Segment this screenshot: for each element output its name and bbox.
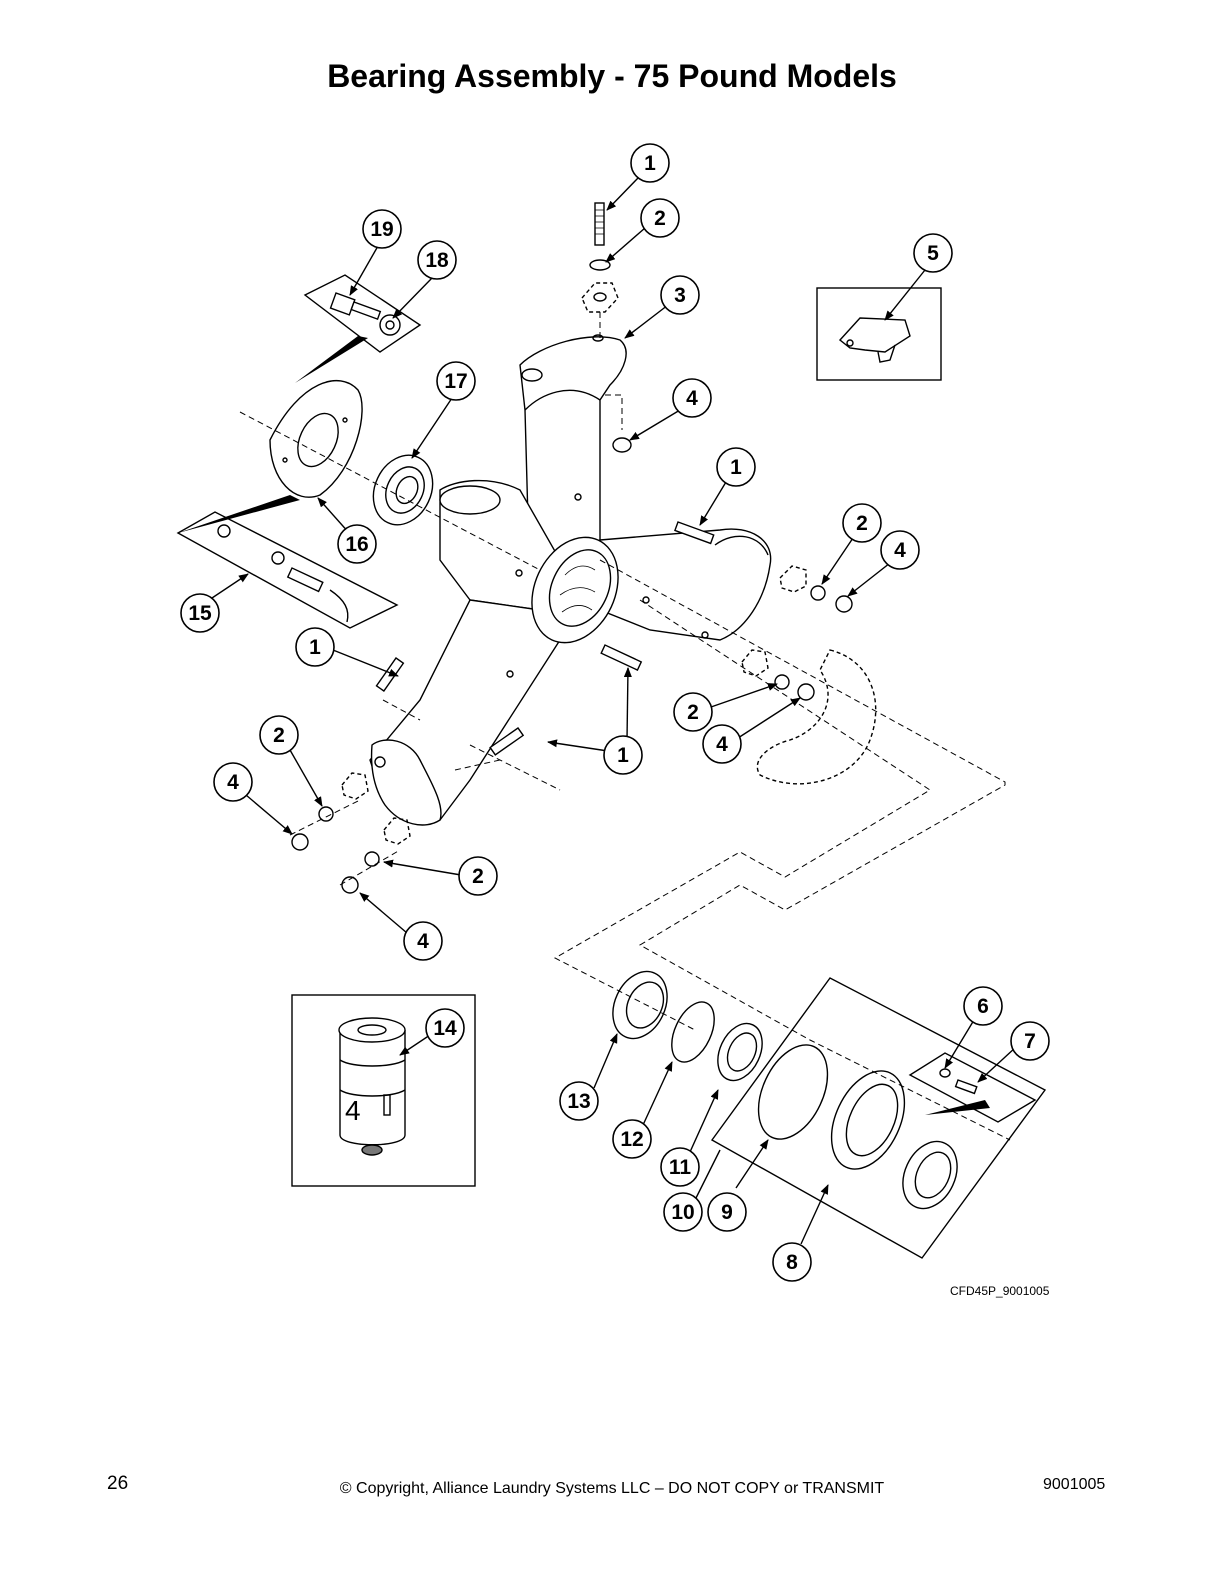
callout-1: 1 (630, 143, 670, 183)
svg-text:1: 1 (309, 636, 321, 659)
svg-text:7: 7 (1024, 1030, 1036, 1053)
page-number: 26 (107, 1473, 129, 1494)
svg-text:17: 17 (444, 370, 467, 393)
figure-code: CFD45P_9001005 (950, 1284, 1050, 1298)
document-number: 9001005 (1043, 1476, 1106, 1493)
svg-text:6: 6 (977, 995, 989, 1018)
callout-1: 1 (295, 627, 335, 667)
assembly-lines (239, 312, 1011, 1141)
svg-text:2: 2 (654, 207, 666, 230)
svg-text:2: 2 (687, 701, 699, 724)
callout-3: 3 (660, 275, 700, 315)
svg-text:4: 4 (894, 539, 906, 562)
callout-4: 4 (880, 530, 920, 570)
svg-text:1: 1 (730, 456, 742, 479)
callout-2: 2 (640, 198, 680, 238)
callout-15: 15 (180, 593, 220, 633)
svg-text:15: 15 (188, 602, 212, 625)
svg-text:4: 4 (345, 1095, 361, 1126)
callout-6: 6 (963, 986, 1003, 1026)
svg-text:4: 4 (417, 930, 429, 953)
callout-4: 4 (672, 378, 712, 418)
svg-text:4: 4 (686, 387, 698, 410)
svg-text:2: 2 (273, 724, 285, 747)
bracket-part (838, 317, 911, 363)
stud-detail-plate (176, 511, 399, 629)
svg-text:4: 4 (716, 733, 728, 756)
svg-text:5: 5 (927, 242, 939, 265)
callout-16: 16 (337, 524, 377, 564)
callout-8: 8 (772, 1242, 812, 1282)
callout-2: 2 (842, 503, 882, 543)
callout-9: 9 (707, 1192, 747, 1232)
callout-11: 11 (660, 1147, 700, 1187)
callout-18: 18 (417, 240, 457, 280)
callout-2: 2 (673, 692, 713, 732)
callout-1: 1 (716, 447, 756, 487)
spider-frame (369, 334, 772, 826)
callout-4: 4 (403, 921, 443, 961)
leader-arrows (211, 177, 1017, 1245)
svg-text:2: 2 (856, 512, 868, 535)
copyright-notice: © Copyright, Alliance Laundry Systems LL… (339, 1480, 885, 1497)
callout-5: 5 (913, 233, 953, 273)
svg-text:3: 3 (674, 284, 686, 307)
svg-text:13: 13 (567, 1090, 590, 1113)
screw-and-washer (329, 292, 401, 336)
bearing-17 (372, 454, 434, 526)
callout-4: 4 (213, 762, 253, 802)
callout-4: 4 (702, 724, 742, 764)
callout-12: 12 (612, 1119, 652, 1159)
svg-text:8: 8 (786, 1251, 798, 1274)
svg-text:2: 2 (472, 865, 484, 888)
callout-7: 7 (1010, 1021, 1050, 1061)
svg-text:12: 12 (620, 1128, 643, 1151)
bracket-detail-box (816, 287, 942, 381)
seal-detail-plate (710, 977, 1047, 1259)
page-title: Bearing Assembly - 75 Pound Models (327, 58, 897, 94)
svg-text:10: 10 (671, 1201, 694, 1224)
callout-19: 19 (362, 209, 402, 249)
svg-text:14: 14 (433, 1017, 457, 1040)
callout-2: 2 (458, 856, 498, 896)
callout-13: 13 (559, 1081, 599, 1121)
svg-text:18: 18 (425, 249, 449, 272)
callout-10: 10 (663, 1192, 703, 1232)
callout-1: 1 (603, 735, 643, 775)
cartridge-detail-box (291, 994, 476, 1187)
flange-outline (756, 649, 877, 785)
callout-17: 17 (436, 361, 476, 401)
stud-nut-parts (217, 524, 349, 623)
svg-text:1: 1 (617, 744, 629, 767)
callout-14: 14 (425, 1008, 465, 1048)
svg-text:1: 1 (644, 152, 656, 175)
leader-10 (695, 1149, 721, 1199)
svg-text:11: 11 (669, 1156, 692, 1179)
svg-text:19: 19 (370, 218, 393, 241)
svg-text:4: 4 (227, 771, 239, 794)
svg-text:16: 16 (345, 533, 368, 556)
bearing-seal-parts (612, 970, 978, 1210)
callout-2: 2 (259, 715, 299, 755)
grease-cartridge: 4 (338, 1017, 406, 1156)
svg-text:9: 9 (721, 1201, 733, 1224)
